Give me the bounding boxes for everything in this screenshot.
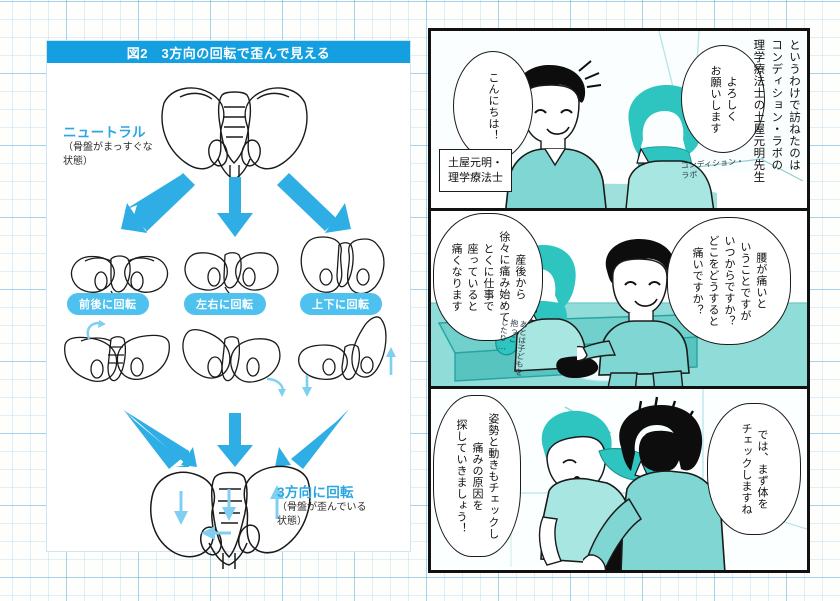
speech-bubble-greeting-text: こんにちは！ [486,71,500,141]
arrow-converge-left [119,407,199,474]
arrow-converge-center [217,413,253,474]
label-neutral-main: ニュートラル [63,125,146,140]
arrow-to-front-back [113,171,197,242]
arrow-to-up-down [275,171,359,242]
label-neutral-sub1: （骨盤がまっすぐな [63,142,153,153]
arrow-to-left-right [217,177,253,244]
pelvis-front-back-b [61,319,173,399]
label-neutral-sub2: 状態） [63,155,93,167]
arrow-converge-right [273,407,353,474]
handwriting-panel-2: あとは子どもを 抱っこ したり… [497,317,529,377]
label-result: 3方向に回転 （骨盤が歪んでいる 状態） [277,481,367,528]
speech-bubble-posture-text: 姿勢と動きもチェックし 痛みの原因を 探していきましょう！ [455,412,500,540]
manga-strip: こんにちは！ よろしく お願いします というわけで訪ねたのは コンディション・ラ… [428,28,810,573]
figure-title: 図2 3方向の回転で歪んで見える [47,41,410,63]
speech-bubble-question: 腰が痛いと いうことですが いつからですか？ どこをどうすると 痛いですか？ [667,217,791,345]
pelvis-left-right-b [177,319,289,399]
pill-up-down: 上下に回転 [300,293,382,315]
pill-front-back: 前後に回転 [67,293,149,315]
nameplate-therapist: 土屋元明・ 理学療法士 [439,149,512,192]
pelvis-neutral [152,77,317,187]
manga-panel-3: では、まず体を チェックしますね 姿勢と動きもチェックし 痛みの原因を 探してい… [431,389,807,570]
pill-left-right: 左右に回転 [184,293,266,315]
label-neutral: ニュートラル （骨盤がまっすぐな 状態） [63,121,153,168]
pelvis-up-down-a [293,233,393,309]
manga-panel-1: こんにちは！ よろしく お願いします というわけで訪ねたのは コンディション・ラ… [431,31,807,211]
narration-panel-1: というわけで訪ねたのは コンディション・ラボの 理学療法士の土屋元明先生 [752,39,802,183]
figure-card: 図2 3方向の回転で歪んで見える ニュートラル [46,40,411,569]
speech-bubble-question-text: 腰が痛いと いうことですが いつからですか？ どこをどうすると 痛いですか？ [691,235,768,327]
pelvis-front-back-a [67,239,172,311]
label-result-sub1: （骨盤が歪んでいる [277,502,367,513]
speech-bubble-answer-text: 産後から 徐々に痛み始めて とくに仕事で 座っていると 痛くなります [450,231,527,323]
speech-bubble-answer: 産後から 徐々に痛み始めて とくに仕事で 座っていると 痛くなります [433,213,543,341]
pelvis-up-down-b [295,313,400,399]
label-result-main: 3方向に回転 [277,485,354,500]
speech-bubble-please: よろしく お願いします [681,45,765,153]
speech-bubble-greeting: こんにちは！ [453,51,533,161]
pelvis-left-right-a [179,237,284,309]
speech-bubble-check-body-text: では、まず体を チェックしますね [740,423,769,515]
speech-bubble-please-text: よろしく お願いします [709,64,738,134]
speech-bubble-posture: 姿勢と動きもチェックし 痛みの原因を 探していきましょう！ [433,395,521,557]
speech-bubble-check-body: では、まず体を チェックしますね [707,403,801,535]
manga-panel-2: 腰が痛いと いうことですが いつからですか？ どこをどうすると 痛いですか？ 産… [431,211,807,389]
label-result-sub2: 状態） [277,515,307,527]
pelvis-result [143,459,318,577]
